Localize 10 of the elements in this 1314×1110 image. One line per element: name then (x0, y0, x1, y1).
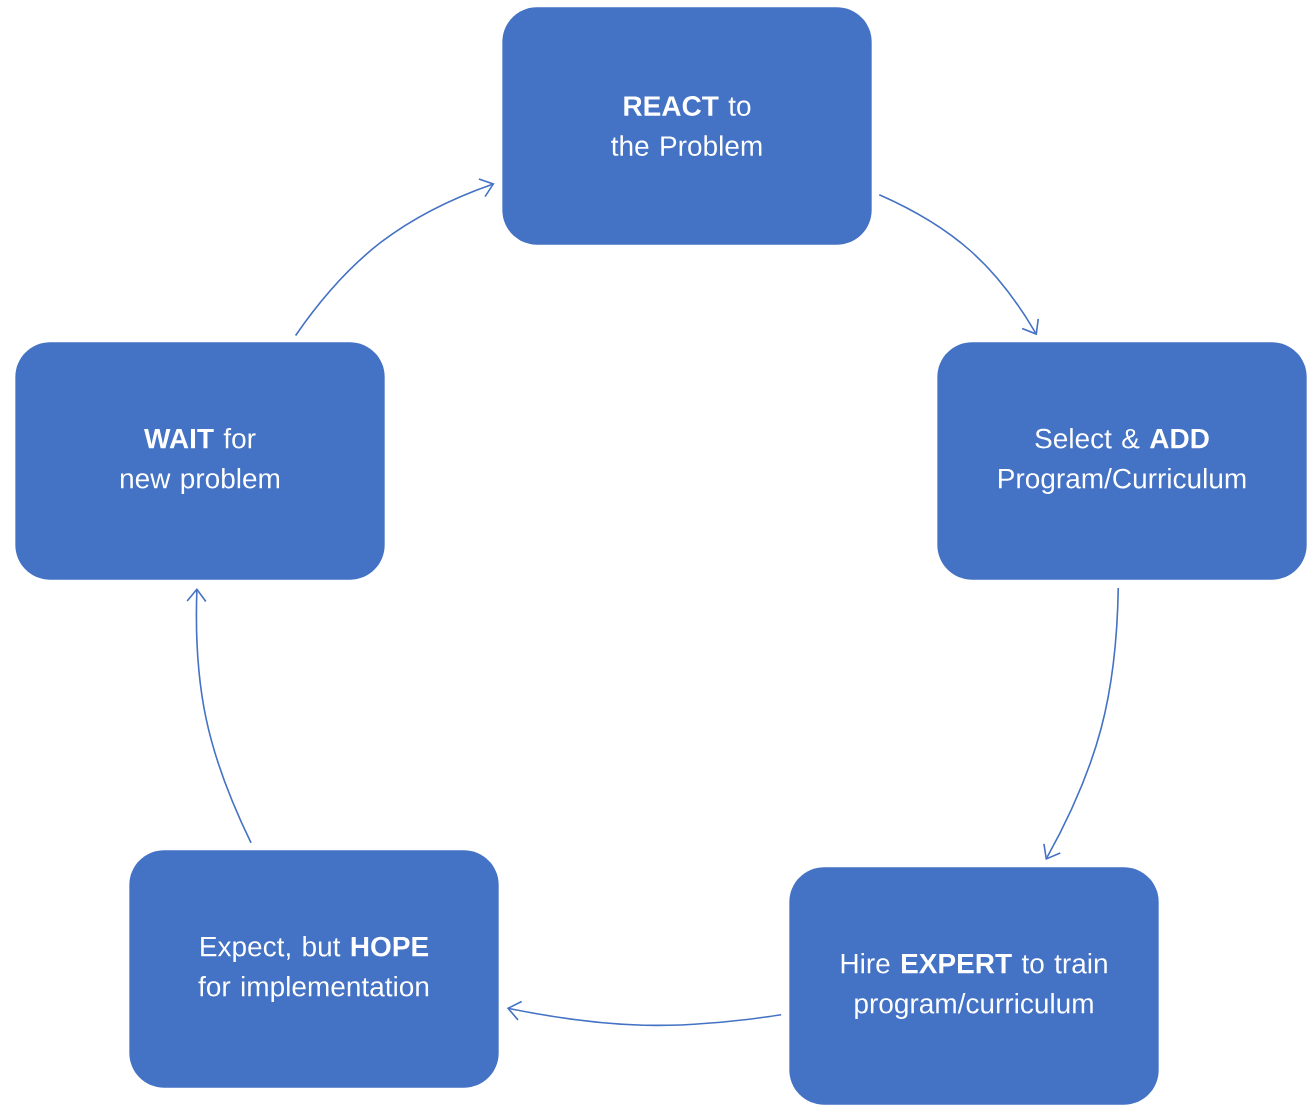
arrow (878, 193, 1040, 336)
process-box: Select & ADD Program/Curriculum (937, 342, 1307, 580)
process-box: Expect, but HOPE for implementation (129, 850, 499, 1088)
arrow (1043, 587, 1120, 861)
arrow (294, 178, 495, 337)
process-box: REACT to the Problem (502, 7, 872, 245)
process-box: Hire EXPERT to train program/curriculum (789, 867, 1159, 1105)
process-box: WAIT for new problem (15, 342, 385, 580)
arrow (506, 1000, 782, 1027)
arrow (186, 587, 252, 844)
